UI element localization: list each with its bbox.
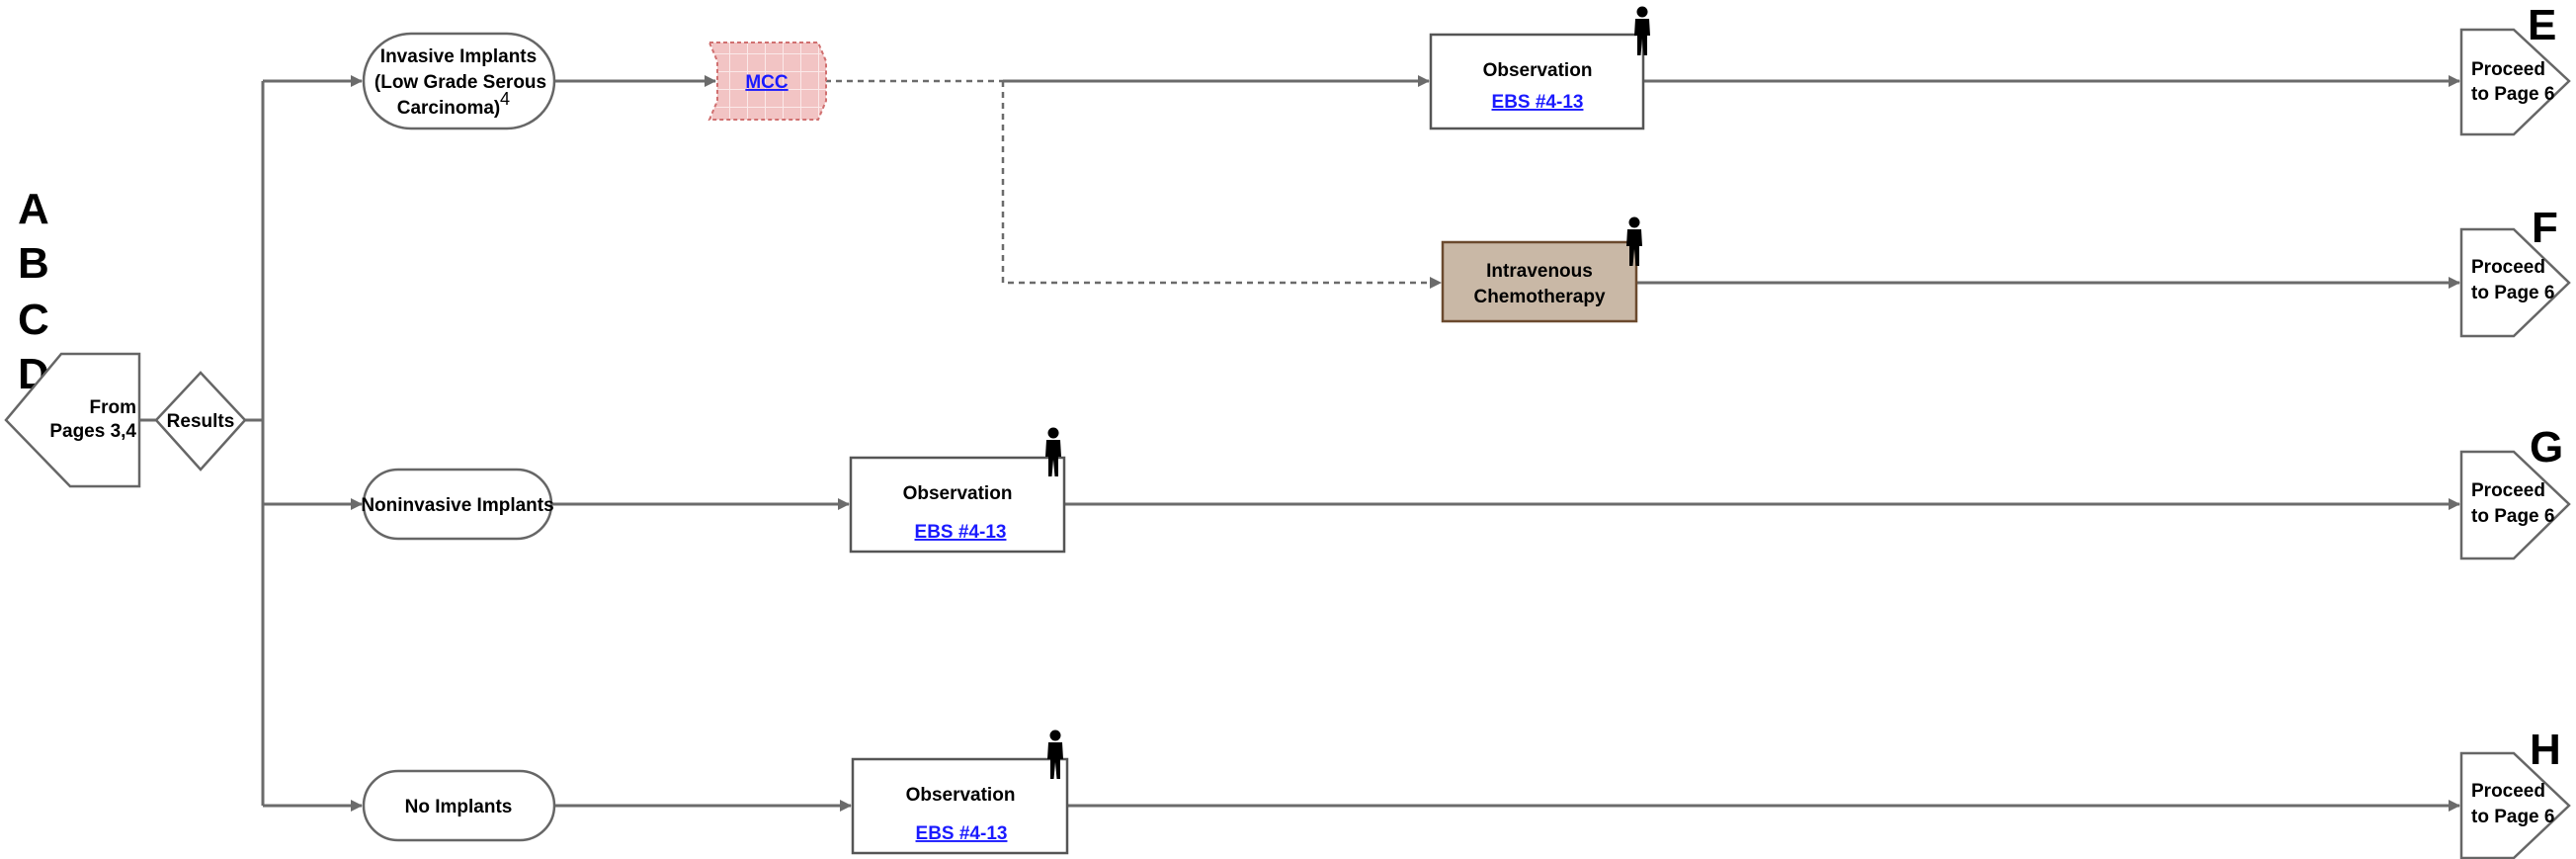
observation-label-1: Observation [1483,60,1593,81]
from-pages-label: Pages 3,4 [49,421,136,442]
connectors [139,75,2460,812]
invasive-line2: (Low Grade Serous [374,72,546,93]
letter-c: C [18,296,49,344]
mcc-node[interactable]: MCC [707,42,827,121]
letter-f: F [2532,204,2558,252]
letter-a: A [18,185,49,233]
observation-label-3: Observation [906,785,1016,806]
noninvasive-implants-node: Noninvasive Implants [361,468,554,541]
mcc-link[interactable]: MCC [745,72,789,93]
proceed-g-line2: to Page 6 [2471,506,2554,527]
ebs-link-1[interactable]: EBS #4-13 [1492,92,1584,113]
side-letters: A B C D [18,185,49,398]
no-implants-node: No Implants [362,769,556,842]
proceed-e-line2: to Page 6 [2471,84,2554,105]
letter-h: H [2530,726,2561,774]
from-pages-connector: From Pages 3,4 [4,352,141,488]
proceed-connector-g[interactable]: Proceed to Page 6 G [2459,423,2571,560]
letter-b: B [18,239,49,288]
proceed-f-line2: to Page 6 [2471,283,2554,303]
observation-label-2: Observation [903,483,1013,504]
proceed-g-line1: Proceed [2471,480,2545,501]
results-label: Results [167,411,235,432]
observation-node-3: Observation EBS #4-13 [851,730,1069,855]
invasive-implants-node: Invasive Implants (Low Grade Serous Carc… [362,32,556,130]
ebs-link-2[interactable]: EBS #4-13 [915,522,1007,543]
invasive-line1: Invasive Implants [380,46,537,67]
proceed-connector-f[interactable]: Proceed to Page 6 F [2459,204,2571,338]
proceed-connector-e[interactable]: Proceed to Page 6 E [2459,1,2571,136]
letter-e: E [2528,1,2556,49]
dashed-connectors [825,79,1442,289]
from-label: From [90,397,137,418]
observation-node-1: Observation EBS #4-13 [1429,6,1650,130]
letter-g: G [2530,423,2563,472]
proceed-e-line1: Proceed [2471,59,2545,80]
observation-node-2: Observation EBS #4-13 [849,427,1066,554]
noninvasive-label: Noninvasive Implants [361,495,553,516]
ebs-link-3[interactable]: EBS #4-13 [916,823,1008,844]
chemo-line2: Chemotherapy [1473,287,1605,307]
results-decision: Results [154,371,247,472]
proceed-connector-h[interactable]: Proceed to Page 6 H [2459,726,2571,859]
proceed-h-line2: to Page 6 [2471,807,2554,827]
dashed-arrow-to-chemo [1001,81,1442,289]
no-implants-label: No Implants [405,797,513,817]
invasive-footnote: 4 [500,89,510,109]
chemotherapy-node: Intravenous Chemotherapy [1441,216,1642,323]
proceed-h-line1: Proceed [2471,781,2545,802]
proceed-f-line1: Proceed [2471,257,2545,278]
invasive-line3: Carcinoma) [397,98,501,119]
chemo-line1: Intravenous [1486,261,1593,282]
